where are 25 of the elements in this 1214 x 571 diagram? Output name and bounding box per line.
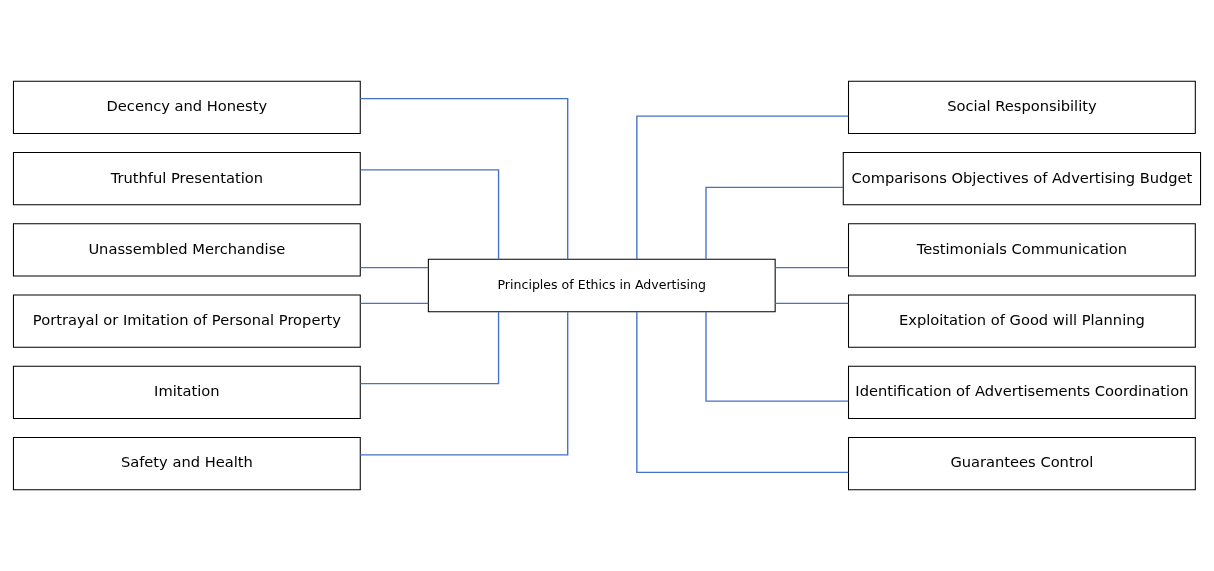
connector	[705, 311, 849, 402]
node-box: Social Responsibility	[847, 80, 1196, 135]
node-box: Decency and Honesty	[12, 80, 361, 135]
connector	[774, 267, 849, 269]
node-box: Truthful Presentation	[12, 151, 361, 206]
connector	[359, 311, 500, 385]
node-box: Imitation	[12, 365, 361, 420]
node-box: Comparisons Objectives of Advertising Budget	[842, 151, 1202, 206]
node-box: Principles of Ethics in Advertising	[427, 258, 776, 313]
connector	[636, 311, 849, 473]
node-box: Exploitation of Good will Planning	[847, 294, 1196, 348]
connector	[359, 302, 429, 304]
connector	[774, 302, 849, 304]
connector	[705, 186, 844, 260]
node-box: Unassembled Merchandise	[12, 223, 361, 277]
connector	[359, 169, 500, 260]
connector	[636, 115, 849, 260]
connector	[359, 97, 569, 260]
node-box: Testimonials Communication	[847, 223, 1196, 277]
connector	[359, 311, 569, 456]
connector	[359, 267, 429, 269]
node-box: Identification of Advertisements Coordination	[847, 365, 1196, 420]
node-box: Guarantees Control	[847, 436, 1196, 491]
node-box: Portrayal or Imitation of Personal Property	[12, 294, 361, 348]
node-box: Safety and Health	[12, 436, 361, 491]
